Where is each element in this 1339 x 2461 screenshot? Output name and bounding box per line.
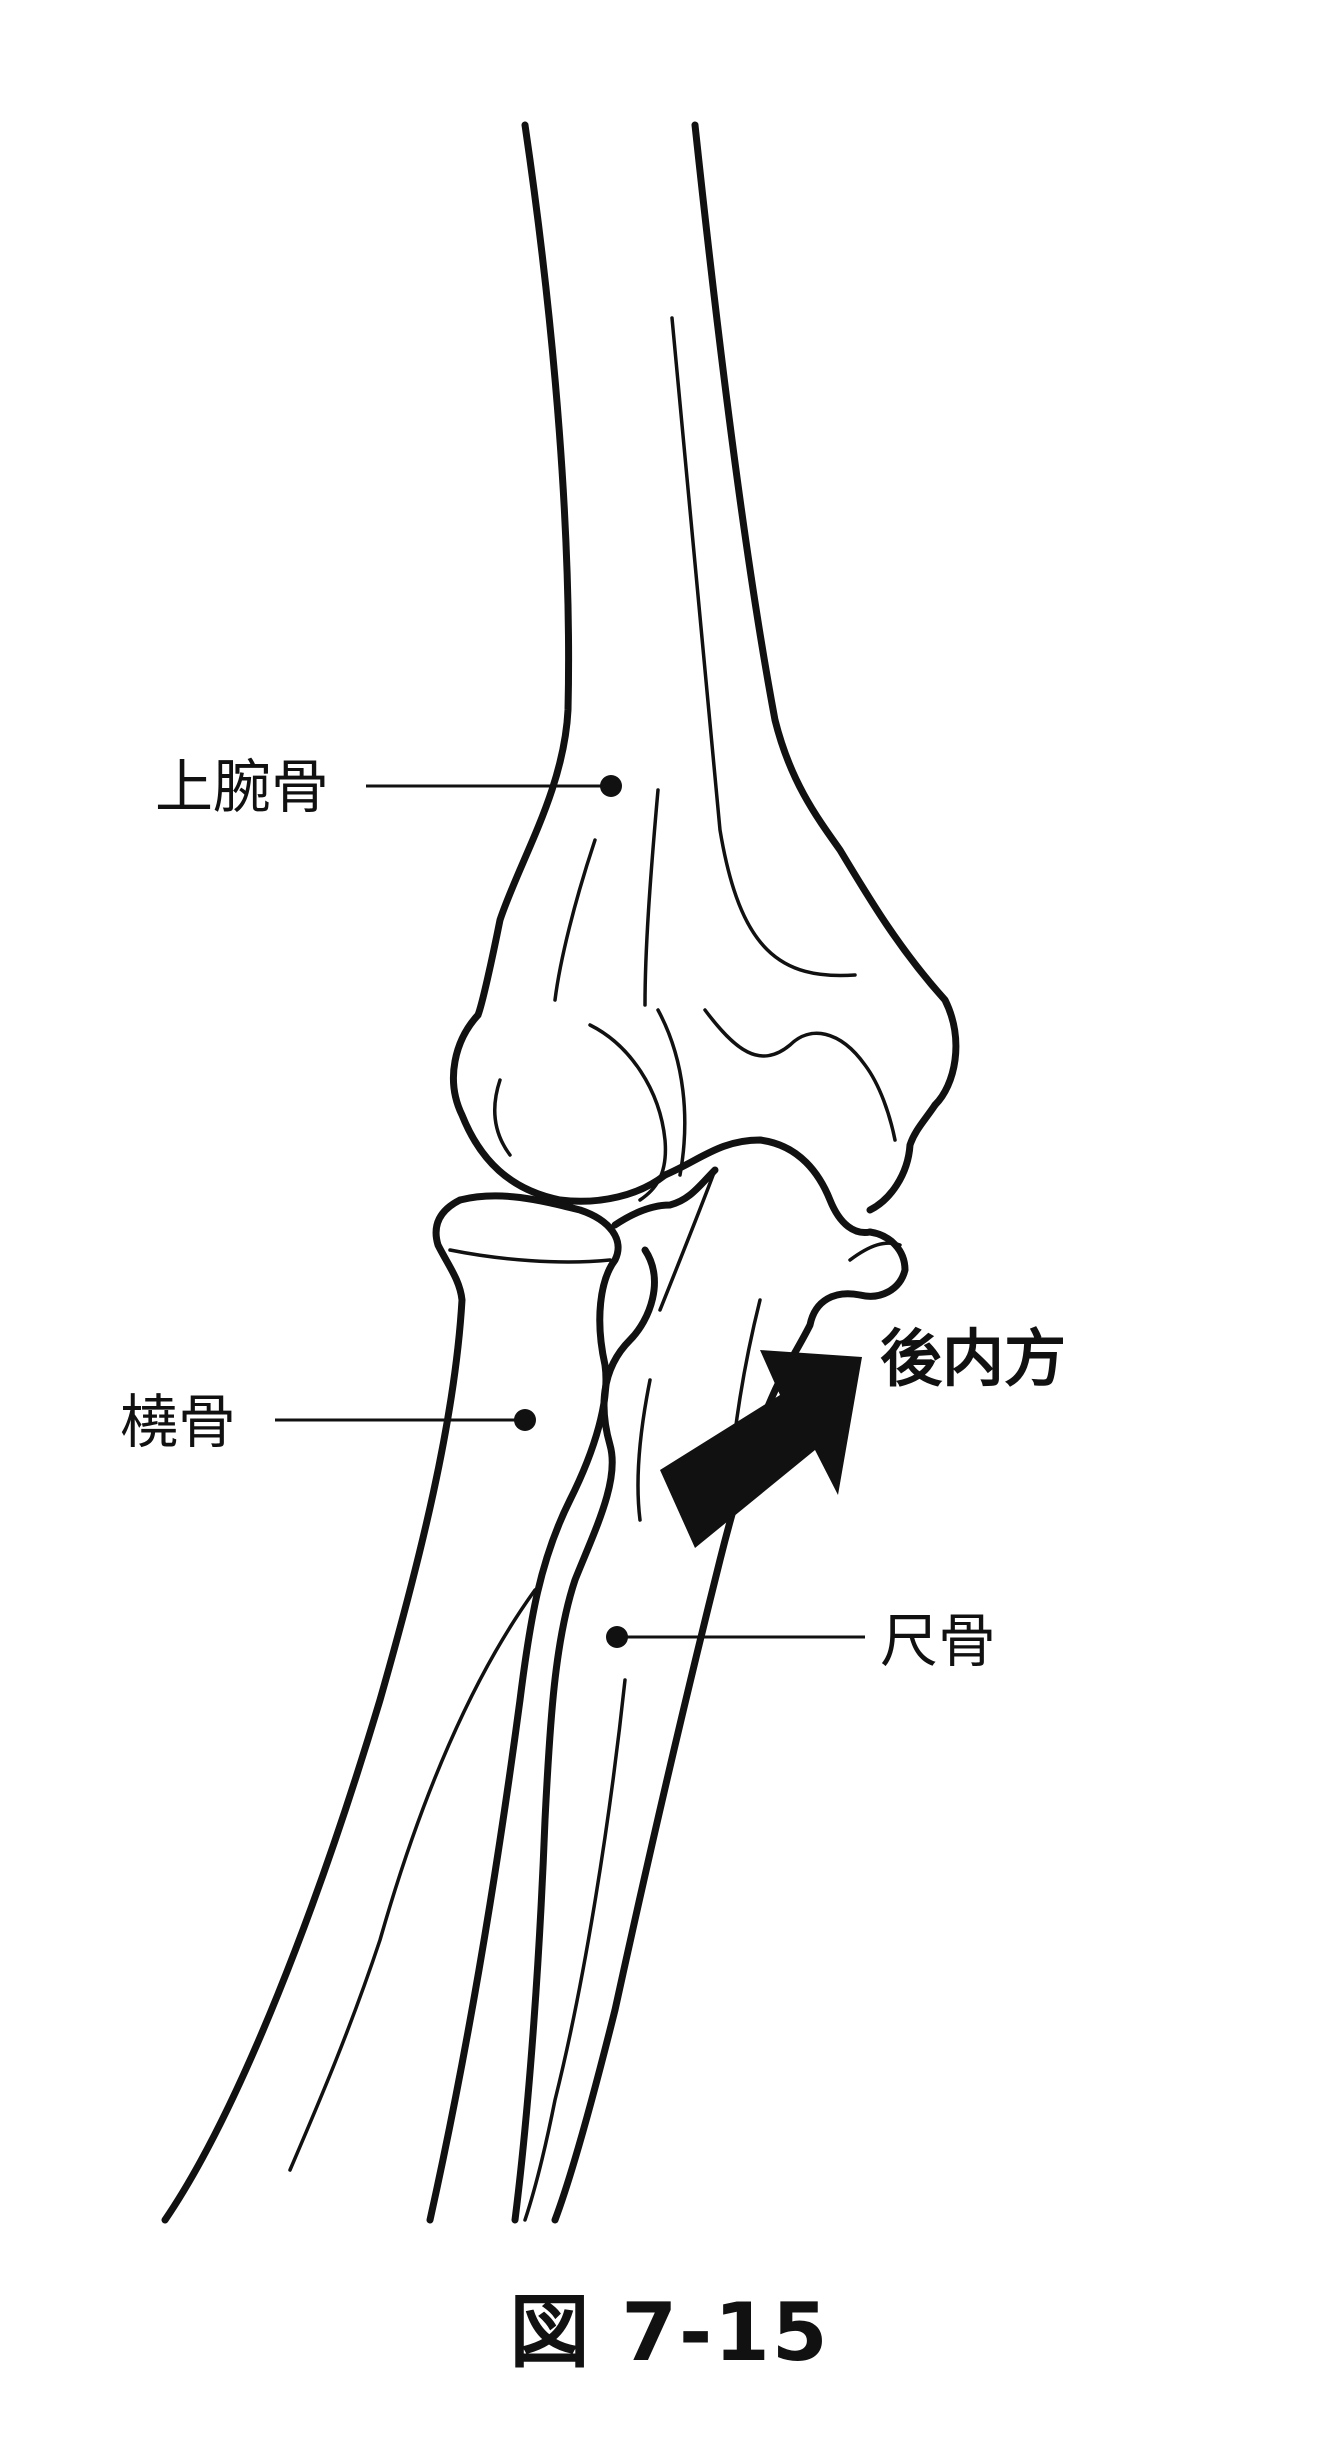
radius-label: 橈骨 — [120, 1388, 237, 1456]
ulna-label: 尺骨 — [880, 1607, 997, 1675]
figure-caption: 図 7-15 — [509, 2286, 830, 2379]
ulna-leader-dot — [606, 1626, 628, 1648]
radius-outline — [161, 1192, 622, 2224]
humerus-label: 上腕骨 — [155, 753, 330, 821]
humerus-leader-dot — [600, 775, 622, 797]
humeral-condyles — [449, 1008, 939, 1236]
direction-label: 後内方 — [880, 1322, 1067, 1395]
radius-leader-dot — [514, 1409, 536, 1431]
ulna-outline — [511, 1166, 909, 2224]
humerus-outline — [474, 121, 960, 1109]
direction-arrow — [660, 1350, 862, 1548]
